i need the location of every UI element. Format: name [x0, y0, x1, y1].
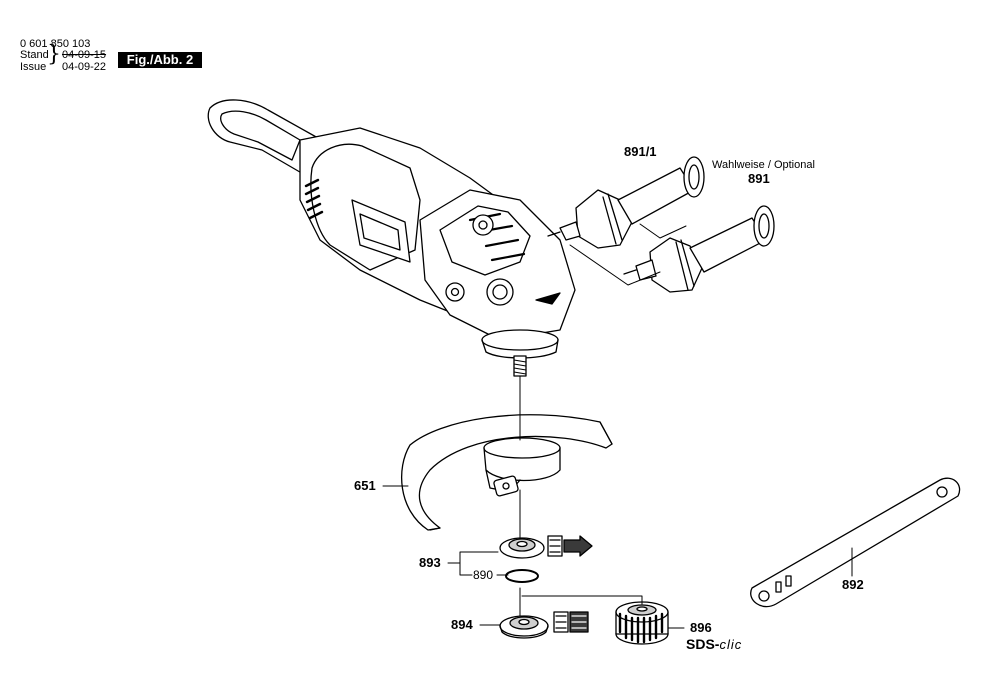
stand-label: Stand	[20, 49, 49, 61]
optional-note: Wahlweise / Optional	[712, 159, 815, 171]
mounting-flange-893	[499, 537, 545, 583]
callout-891: 891	[748, 171, 770, 186]
stand-date: 04-09-15	[62, 49, 107, 61]
flange-orientation-icon	[547, 535, 593, 557]
wheel-guard-651	[401, 414, 613, 531]
two-pin-spanner-892	[750, 477, 961, 608]
figure-label: Fig./Abb. 2	[118, 52, 202, 68]
callout-891-1: 891/1	[624, 144, 657, 159]
sds-suffix: clic	[719, 637, 743, 652]
callout-890: 890	[473, 568, 494, 582]
nut-orientation-icon	[553, 611, 589, 633]
callout-651: 651	[354, 478, 376, 493]
callout-894: 894	[451, 617, 473, 632]
auxiliary-handle-891-1	[547, 156, 705, 249]
auxiliary-handle-891	[623, 205, 775, 293]
callout-893: 893	[419, 555, 441, 570]
callout-892: 892	[842, 577, 864, 592]
header-brace: }	[47, 42, 61, 67]
clamping-nut-894	[499, 615, 549, 639]
quick-clamping-nut-896	[615, 601, 669, 645]
angle-grinder	[207, 99, 576, 377]
issue-date: 04-09-22	[62, 61, 107, 73]
leader-lines	[382, 375, 853, 629]
issue-label: Issue	[20, 61, 47, 73]
callout-896: 896	[690, 620, 712, 635]
part-number: 0 601 850 103	[20, 38, 91, 50]
sds-clic-label: SDS-clic	[686, 636, 742, 652]
sds-prefix: SDS-	[686, 636, 720, 652]
